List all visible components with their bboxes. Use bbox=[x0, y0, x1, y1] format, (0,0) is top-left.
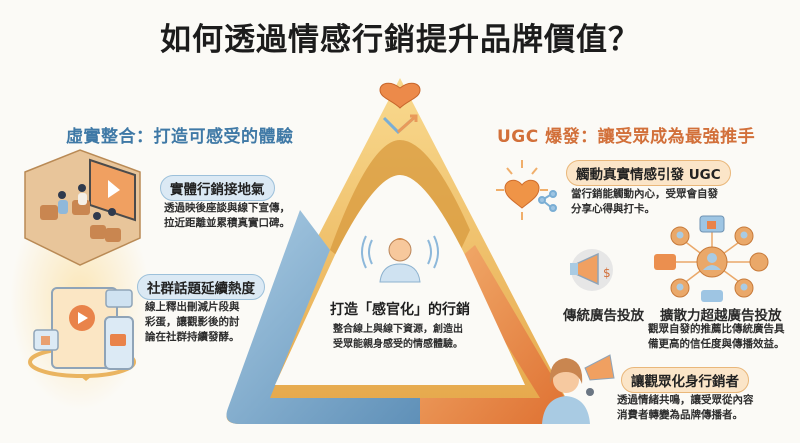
spread-beyond-ads-description: 觀眾自發的推薦比傳統廣告具 備更高的信任度與傳播效益。 bbox=[648, 323, 785, 350]
physical-marketing-description: 透過映後座談與線下宣傳， 拉近距離並累積真實口碑。 bbox=[164, 202, 290, 229]
svg-text:$: $ bbox=[603, 266, 611, 280]
traditional-ads-label: 傳統廣告投放 bbox=[563, 308, 644, 324]
pill-social-buzz: 社群話題延續熱度 bbox=[137, 274, 265, 300]
touch-emotion-description: 當行銷能觸動內心，受眾會自發 分享心得與打卡。 bbox=[571, 188, 718, 215]
audience-marketers-description: 透過情緒共鳴，讓受眾從內容 消費者轉變為品牌傳播者。 bbox=[617, 394, 754, 421]
right-section-heading: UGC 爆發：讓受眾成為最強推手 bbox=[497, 127, 756, 147]
social-buzz-description: 線上釋出刪減片段與 彩蛋，讓觀影後的討 論在社群持續發酵。 bbox=[145, 301, 240, 343]
page-title: 如何透過情感行銷提升品牌價值？ bbox=[160, 22, 640, 58]
center-description: 整合線上與線下資源，創造出 受眾能親身感受的情感體驗。 bbox=[333, 324, 463, 350]
pill-audience-marketers: 讓觀眾化身行銷者 bbox=[621, 367, 749, 393]
pill-physical-marketing: 實體行銷接地氣 bbox=[160, 175, 275, 201]
pill-touch-emotion-ugc: 觸動真實情感引發 UGC bbox=[566, 160, 731, 186]
spread-beyond-ads-label: 擴散力超越廣告投放 bbox=[660, 308, 782, 324]
left-section-heading: 虛實整合：打造可感受的體驗 bbox=[66, 127, 294, 147]
center-title: 打造「感官化」的行銷 bbox=[330, 302, 470, 318]
